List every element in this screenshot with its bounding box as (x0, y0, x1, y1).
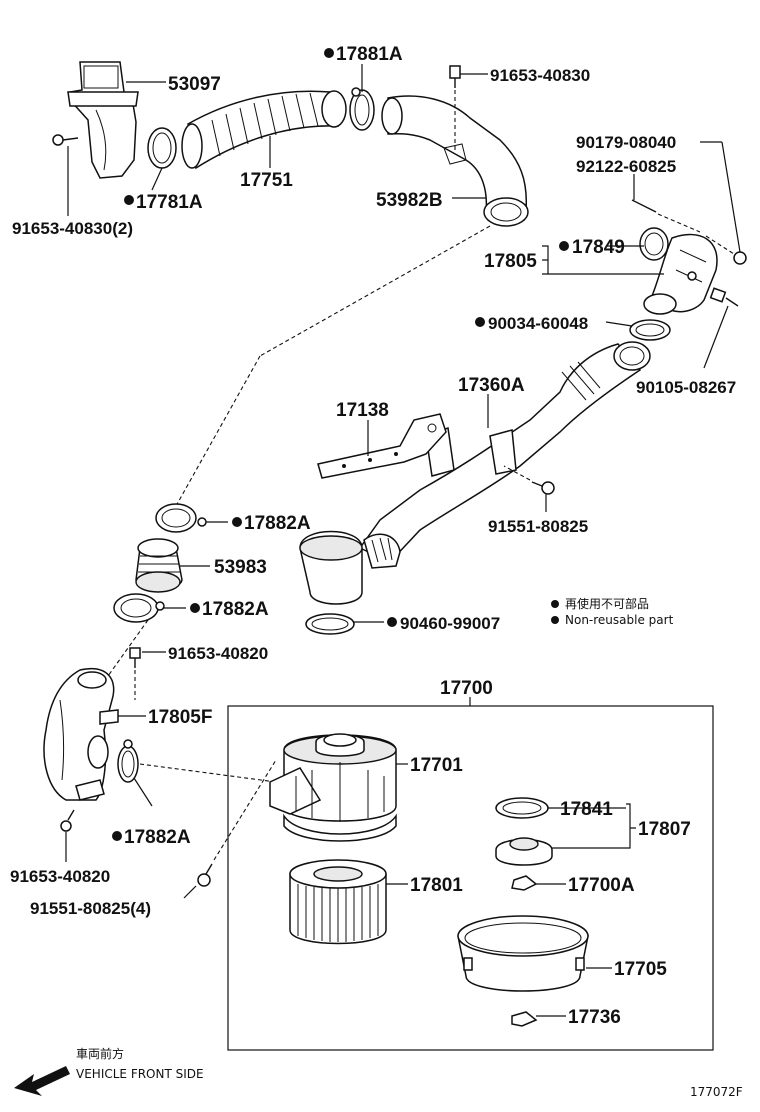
clip-17700A (511, 875, 538, 891)
clamp-17781A (147, 127, 177, 169)
label-17736: 17736 (568, 1007, 621, 1028)
cap-17701 (269, 733, 397, 842)
label-17805: 17805 (484, 251, 537, 272)
label-17849: 17849 (572, 237, 625, 258)
inlet-duct-53097 (67, 61, 139, 179)
label-17807: 17807 (638, 819, 691, 840)
label-17881A: 17881A (336, 44, 403, 65)
gasket-17841 (495, 797, 549, 819)
legend-non-reusable-en: Non-reusable part (565, 613, 674, 627)
label-90034-60048: 90034-60048 (488, 314, 588, 333)
label-91653-40830-2: 91653-40830(2) (12, 219, 133, 238)
label-17701: 17701 (410, 755, 463, 776)
label-53983: 53983 (214, 557, 267, 578)
label-91551-80825-4: 91551-80825(4) (30, 899, 151, 918)
label-17360A: 17360A (458, 375, 525, 396)
case-17705 (457, 915, 589, 992)
clamp-17881A (349, 87, 375, 131)
label-90179-08040: 90179-08040 (576, 133, 676, 152)
bolt-92122-60825 (631, 199, 701, 233)
label-92122-60825: 92122-60825 (576, 157, 676, 176)
bolt-90105-08267 (709, 287, 739, 307)
label-17841: 17841 (560, 799, 613, 820)
clamp-17882A-upper (155, 503, 207, 533)
duct-17805F (43, 668, 119, 801)
label-17751: 17751 (240, 170, 293, 191)
label-91653-40820-bottom: 91653-40820 (10, 867, 110, 886)
hose-17751 (181, 90, 347, 170)
connector-17805 (643, 233, 718, 315)
clamp-90460-99007 (305, 613, 355, 635)
label-91551-80825: 91551-80825 (488, 517, 588, 536)
front-arrow-icon (14, 1066, 70, 1096)
diagram-code: 177072F (690, 1085, 743, 1099)
label-17882A-middle: 17882A (202, 599, 269, 620)
orientation-jp: 車両前方 (76, 1046, 124, 1061)
label-53982B: 53982B (376, 190, 443, 211)
element-17801 (289, 859, 387, 945)
seal-17807 (495, 837, 553, 866)
bolt-91551-80825 (503, 465, 555, 495)
label-91653-40830: 91653-40830 (490, 66, 590, 85)
label-17801: 17801 (410, 875, 463, 896)
label-17138: 17138 (336, 400, 389, 421)
label-90105-08267: 90105-08267 (636, 378, 736, 397)
connector-53982B (381, 95, 529, 227)
non-reusable-markers (112, 48, 569, 841)
clip-17736 (511, 1011, 538, 1027)
label-53097: 53097 (168, 74, 221, 95)
clamp-17882A-middle (113, 593, 165, 623)
bolt-91551-80825-4 (197, 759, 277, 887)
pipe-17360A (299, 341, 651, 605)
orientation-en: VEHICLE FRONT SIDE (76, 1067, 204, 1081)
label-17882A-upper: 17882A (244, 513, 311, 534)
label-17805F: 17805F (148, 707, 212, 728)
label-91653-40820-top: 91653-40820 (168, 644, 268, 663)
label-90460-99007: 90460-99007 (400, 614, 500, 633)
hose-53983 (135, 538, 183, 593)
label-17781A: 17781A (136, 192, 203, 213)
ring-90034-60048 (629, 319, 671, 341)
legend-non-reusable-jp: 再使用不可部品 (565, 596, 649, 611)
bolt-91653-40830 (449, 65, 461, 150)
clamp-17882A-lower (117, 739, 139, 783)
label-17700A: 17700A (568, 875, 635, 896)
gasket-17849 (639, 227, 669, 261)
leader-lines (65, 64, 741, 1017)
label-17882A-lower: 17882A (124, 827, 191, 848)
bolt-91653-40820-bottom (60, 809, 75, 832)
bolt-91653-40830-2 (52, 134, 79, 146)
bolt-91653-40820-top (129, 647, 141, 700)
bracket-17138 (317, 413, 447, 479)
label-17700: 17700 (440, 678, 493, 699)
label-17705: 17705 (614, 959, 667, 980)
